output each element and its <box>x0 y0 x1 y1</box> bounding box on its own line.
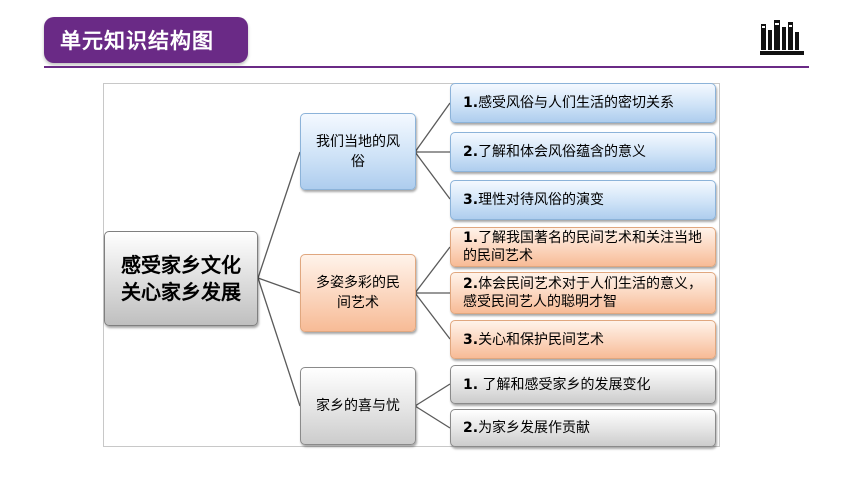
leaf-folk-art-3: 3.关心和保护民间艺术 <box>450 320 716 359</box>
root-node: 感受家乡文化关心家乡发展 <box>104 231 258 326</box>
leaf-folk-art-2: 2.体会民间艺术对于人们生活的意义，感受民间艺人的聪明才智 <box>450 272 716 314</box>
branch-node-hometown: 家乡的喜与忧 <box>300 367 416 445</box>
title-underline <box>44 66 809 68</box>
leaf-customs-2: 2.了解和体会风俗蕴含的意义 <box>450 132 716 172</box>
page-title: 单元知识结构图 <box>44 17 248 63</box>
leaf-customs-3: 3.理性对待风俗的演变 <box>450 180 716 220</box>
leaf-customs-1: 1.感受风俗与人们生活的密切关系 <box>450 83 716 123</box>
leaf-folk-art-1: 1.了解我国著名的民间艺术和关注当地的民间艺术 <box>450 227 716 267</box>
books-on-shelf-icon <box>760 20 804 55</box>
leaf-hometown-2: 2.为家乡发展作贡献 <box>450 409 716 447</box>
branch-node-customs: 我们当地的风俗 <box>300 113 416 190</box>
branch-node-folk-art: 多姿多彩的民间艺术 <box>300 254 416 332</box>
leaf-hometown-1: 1. 了解和感受家乡的发展变化 <box>450 365 716 404</box>
